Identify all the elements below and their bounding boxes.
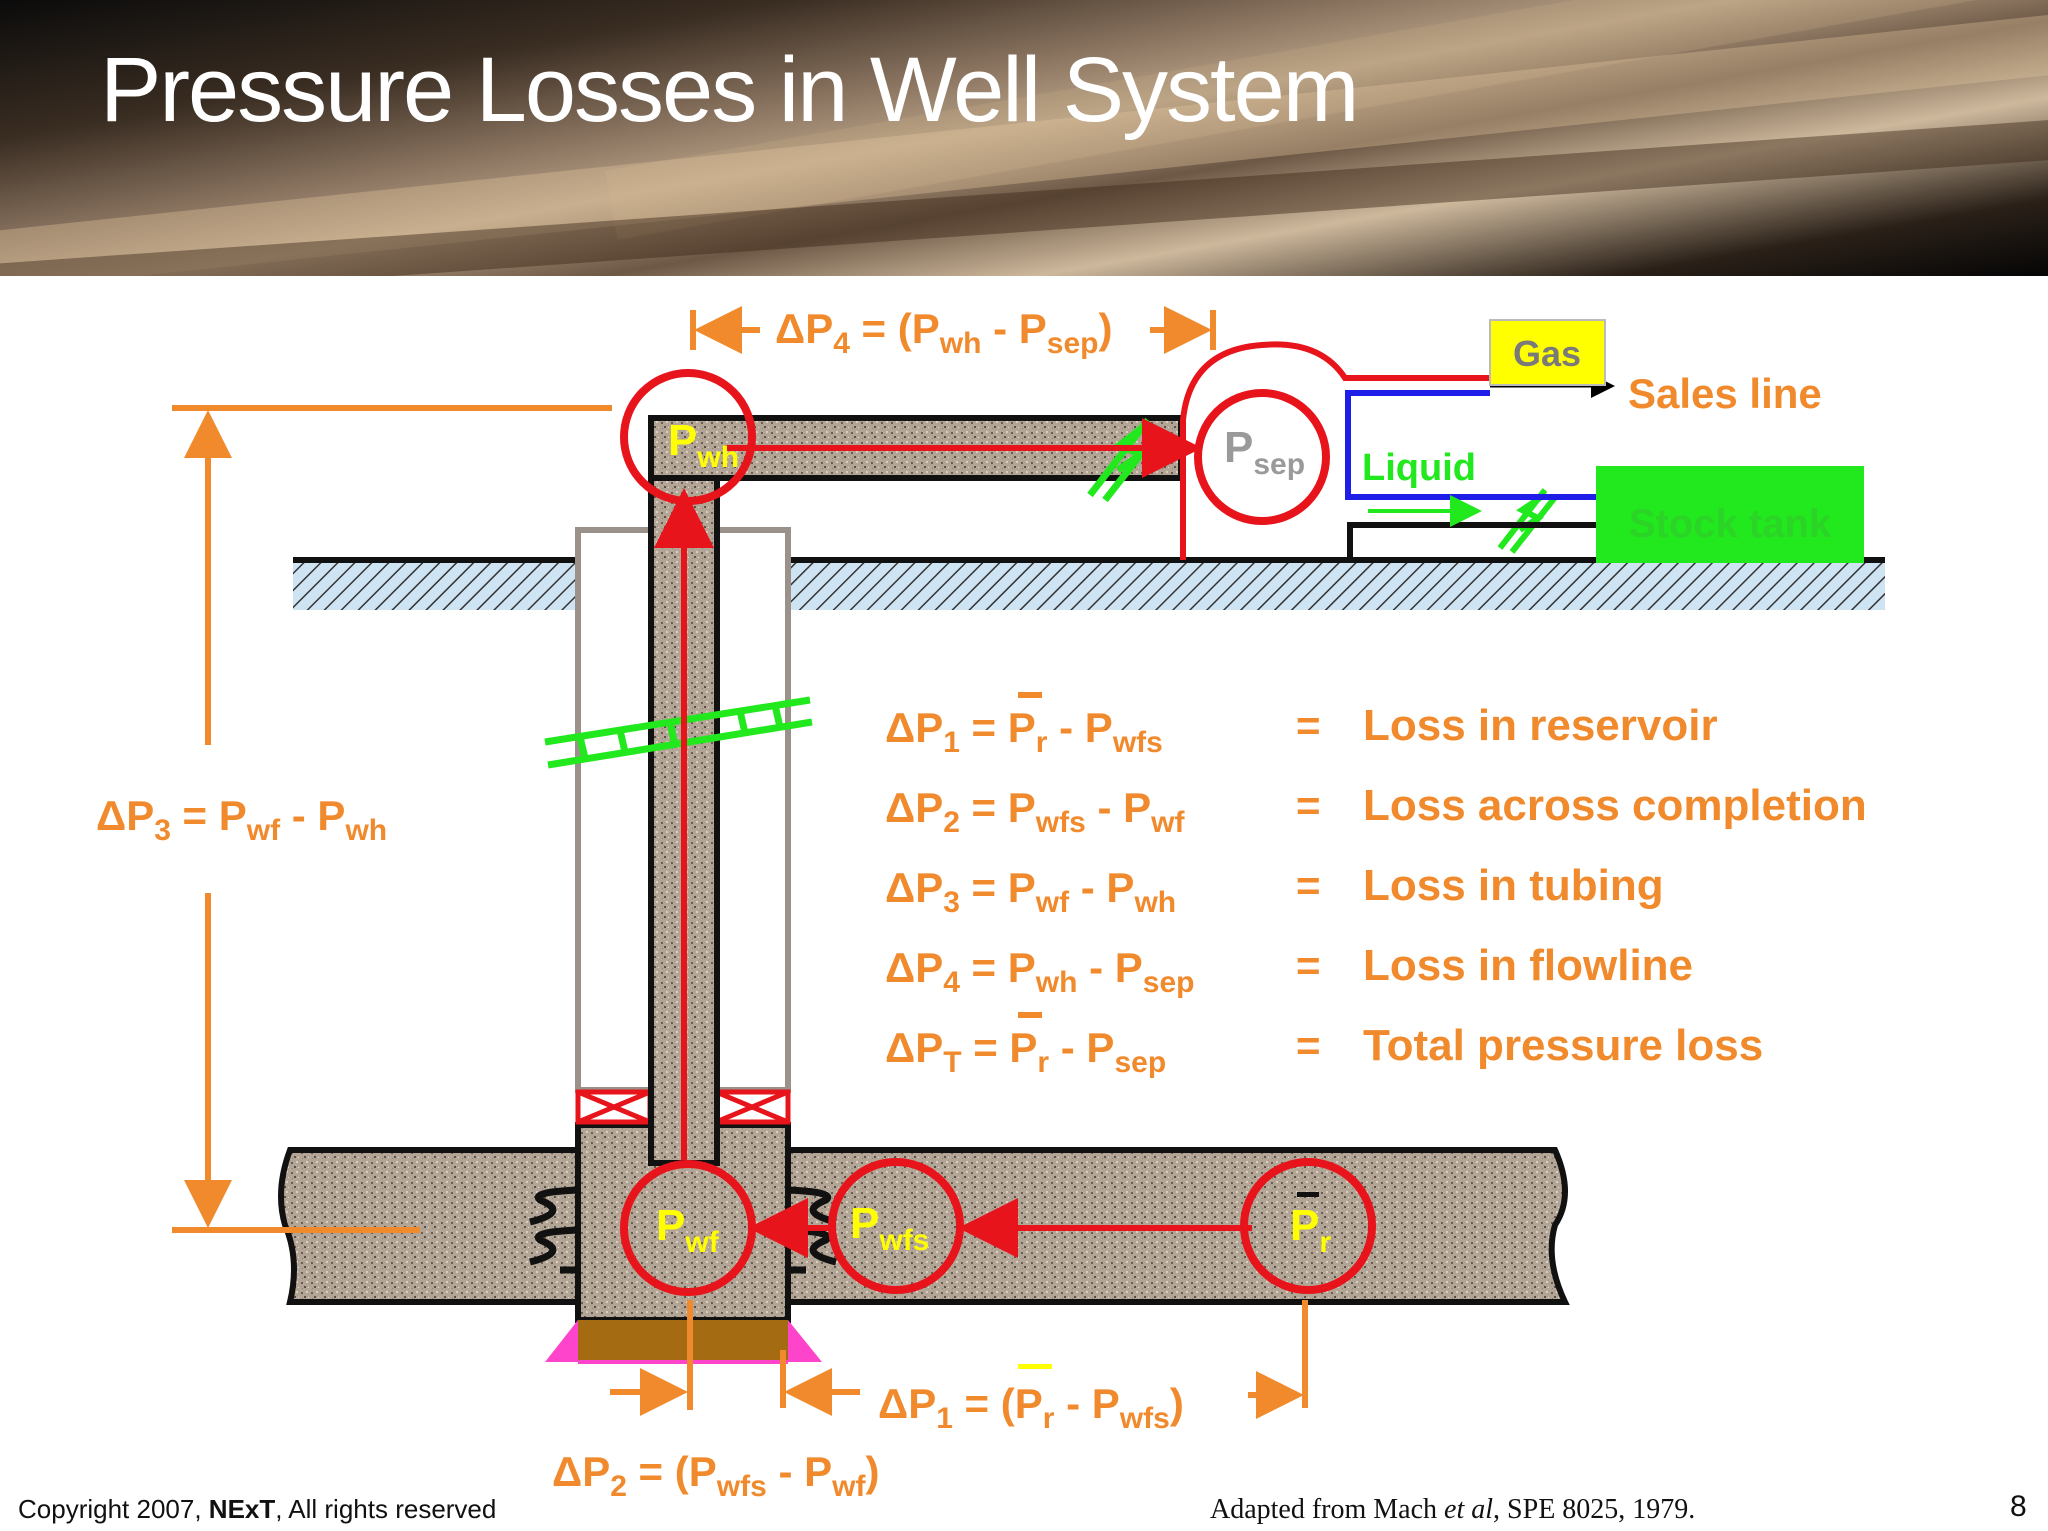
- overbar: [1018, 692, 1042, 698]
- stock-tank-label: Stock tank: [1629, 502, 1832, 546]
- perforations-right: [787, 1186, 837, 1274]
- pressure-point-wf: Pwf: [620, 1160, 756, 1296]
- sales-line-label: Sales line: [1628, 370, 1822, 417]
- source-citation: Adapted from Mach et al, SPE 8025, 1979.: [1210, 1494, 1696, 1525]
- separator-gas-line: [1180, 341, 1490, 560]
- equation-description: Loss in reservoir: [1363, 701, 1718, 750]
- ground-surface: [293, 557, 1885, 610]
- equation-equals: =: [1296, 1022, 1321, 1069]
- liquid-line-black: [1347, 522, 1596, 560]
- tubing-break-icon: [544, 696, 813, 769]
- overbar: [1018, 1012, 1042, 1018]
- svg-text:Pr: Pr: [1290, 1201, 1331, 1259]
- pressure-point-sep: Psep: [1194, 389, 1330, 525]
- header-banner: Pressure Losses in Well System: [0, 0, 2048, 276]
- equation-description: Total pressure loss: [1363, 1021, 1763, 1070]
- equation-formula: ΔP3 = Pwf - Pwh: [885, 864, 1176, 919]
- equation-formula: ΔP1 = Pr - Pwfs: [885, 704, 1163, 759]
- equation-equals: =: [1296, 942, 1321, 989]
- dp1-overbar: [1018, 1364, 1052, 1369]
- svg-text:Pwf: Pwf: [656, 1201, 720, 1259]
- packer-right: [713, 1089, 791, 1125]
- equation-formula: ΔPT = Pr - Psep: [885, 1024, 1166, 1079]
- equation-formula: ΔP2 = Pwfs - Pwf: [885, 784, 1185, 839]
- liquid-label: Liquid: [1362, 447, 1476, 489]
- equation-row: ΔP3 = Pwf - Pwh = Loss in tubing: [885, 861, 1664, 919]
- equation-description: Loss in tubing: [1363, 861, 1664, 910]
- svg-text:Psep: Psep: [1224, 423, 1305, 481]
- dp2-label: ΔP2 = (Pwfs - Pwf): [552, 1448, 879, 1503]
- equation-equals: =: [1296, 702, 1321, 749]
- pressure-point-wh: Pwh: [620, 369, 756, 505]
- equation-description: Loss across completion: [1363, 781, 1867, 830]
- dp4-label: ΔP4 = (Pwh - Psep): [775, 305, 1112, 360]
- packer-left: [575, 1089, 653, 1125]
- svg-text:Pwh: Pwh: [668, 416, 739, 474]
- dp4-dimension: [690, 306, 1216, 354]
- page-number: 8: [2010, 1490, 2027, 1523]
- copyright-notice: Copyright 2007, NExT, All rights reserve…: [18, 1494, 497, 1524]
- equation-description: Loss in flowline: [1363, 941, 1693, 990]
- equation-row: ΔP2 = Pwfs - Pwf = Loss across completion: [885, 781, 1867, 839]
- perforations-left: [529, 1186, 579, 1274]
- dp3-label: ΔP3 = Pwf - Pwh: [96, 792, 387, 847]
- equation-row: ΔP4 = Pwh - Psep = Loss in flowline: [885, 941, 1693, 999]
- gas-box: [1489, 319, 1606, 386]
- equation-equals: =: [1296, 862, 1321, 909]
- slide-title: Pressure Losses in Well System: [100, 39, 1359, 141]
- pressure-point-r: Pr: [1240, 1158, 1376, 1294]
- dp1-label: ΔP1 = (Pr - Pwfs): [878, 1380, 1184, 1435]
- stock-tank: [1596, 466, 1864, 563]
- equation-equals: =: [1296, 782, 1321, 829]
- equation-row: ΔP1 = Pr - Pwfs = Loss in reservoir: [885, 692, 1718, 759]
- dp3-dimension: [172, 405, 612, 1233]
- pressure-point-wfs: Pwfs: [828, 1158, 964, 1294]
- gas-label: Gas: [1513, 333, 1581, 374]
- dp1-dimension: [610, 1300, 1308, 1419]
- equation-formula: ΔP4 = Pwh - Psep: [885, 944, 1195, 999]
- equation-row: ΔPT = Pr - Psep = Total pressure loss: [885, 1012, 1763, 1079]
- svg-text:Pwfs: Pwfs: [850, 1199, 929, 1257]
- wellbore-sump: [545, 1320, 822, 1364]
